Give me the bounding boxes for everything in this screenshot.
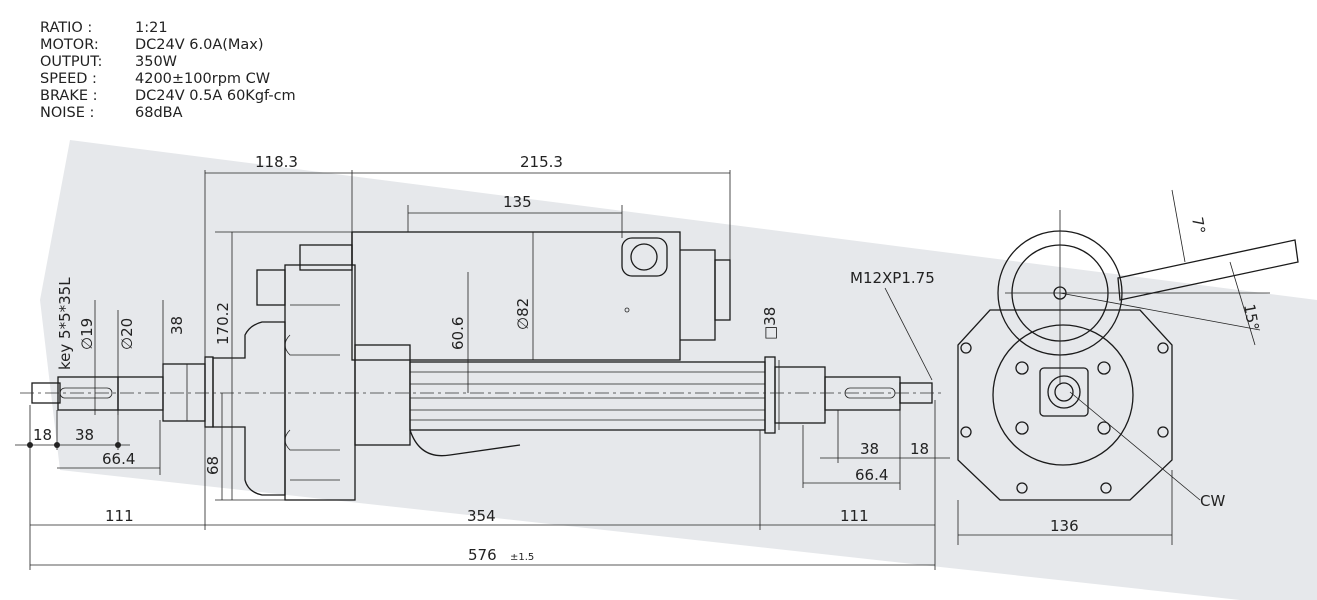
dim-left-18: 18 [33, 426, 52, 444]
dim-215-3: 215.3 [520, 153, 563, 171]
spec-value: 350W [135, 54, 178, 70]
spec-output: OUTPUT: 350W [40, 54, 296, 71]
spec-speed: SPEED : 4200±100rpm CW [40, 71, 296, 88]
dim-135: 135 [503, 193, 532, 211]
spec-table: RATIO : 1:21 MOTOR: DC24V 6.0A(Max) OUTPUT… [40, 20, 296, 122]
dim-118-3: 118.3 [255, 153, 298, 171]
dim-576: 576 [468, 546, 497, 564]
dim-576-tolerance: ±1.5 [510, 552, 534, 563]
dim-motor-diameter: ∅82 [514, 298, 532, 330]
dim-dia-20: ∅20 [118, 318, 136, 350]
dim-square-38: □38 [761, 307, 779, 340]
spec-noise: NOISE : 68dBA [40, 105, 296, 122]
motor [351, 231, 731, 361]
dim-right-66-4: 66.4 [855, 466, 888, 484]
angle-15: 15° [1240, 303, 1262, 332]
dim-right-38: 38 [860, 440, 879, 458]
spec-value: 4200±100rpm CW [135, 71, 271, 87]
dim-136: 136 [1050, 517, 1079, 535]
axle-tube [409, 356, 826, 457]
dim-left-111: 111 [105, 507, 134, 525]
thread-label: M12XP1.75 [850, 269, 935, 287]
spec-value: 68dBA [135, 105, 183, 121]
watermark-logo [40, 140, 1317, 600]
dim-170-2: 170.2 [214, 302, 232, 345]
spec-label: SPEED : [40, 71, 97, 87]
side-view [957, 189, 1299, 501]
dimension-lines [15, 170, 1173, 570]
dim-38-shaft: 38 [168, 316, 186, 335]
spec-brake: BRAKE : DC24V 0.5A 60Kgf-cm [40, 88, 296, 105]
spec-motor: MOTOR: DC24V 6.0A(Max) [40, 37, 296, 54]
dimension-dots [27, 442, 121, 448]
dim-60-6: 60.6 [449, 317, 467, 350]
spec-ratio: RATIO : 1:21 [40, 20, 296, 37]
spec-label: MOTOR: [40, 37, 99, 53]
dim-right-111: 111 [840, 507, 869, 525]
angle-7: 7° [1188, 216, 1209, 236]
dim-left-66-4: 66.4 [102, 450, 135, 468]
spec-label: BRAKE : [40, 88, 98, 104]
dim-left-38: 38 [75, 426, 94, 444]
dim-key: key 5*5*35L [56, 277, 74, 370]
dim-354: 354 [467, 507, 496, 525]
spec-label: OUTPUT: [40, 54, 103, 70]
spec-label: NOISE : [40, 105, 95, 121]
rotation-cw: CW [1200, 492, 1225, 510]
dim-dia-19: ∅19 [78, 318, 96, 350]
spec-value: DC24V 6.0A(Max) [135, 37, 264, 53]
dim-right-18: 18 [910, 440, 929, 458]
dim-68: 68 [204, 456, 222, 475]
spec-label: RATIO : [40, 20, 93, 36]
spec-value: DC24V 0.5A 60Kgf-cm [135, 88, 296, 104]
spec-value: 1:21 [135, 20, 168, 36]
